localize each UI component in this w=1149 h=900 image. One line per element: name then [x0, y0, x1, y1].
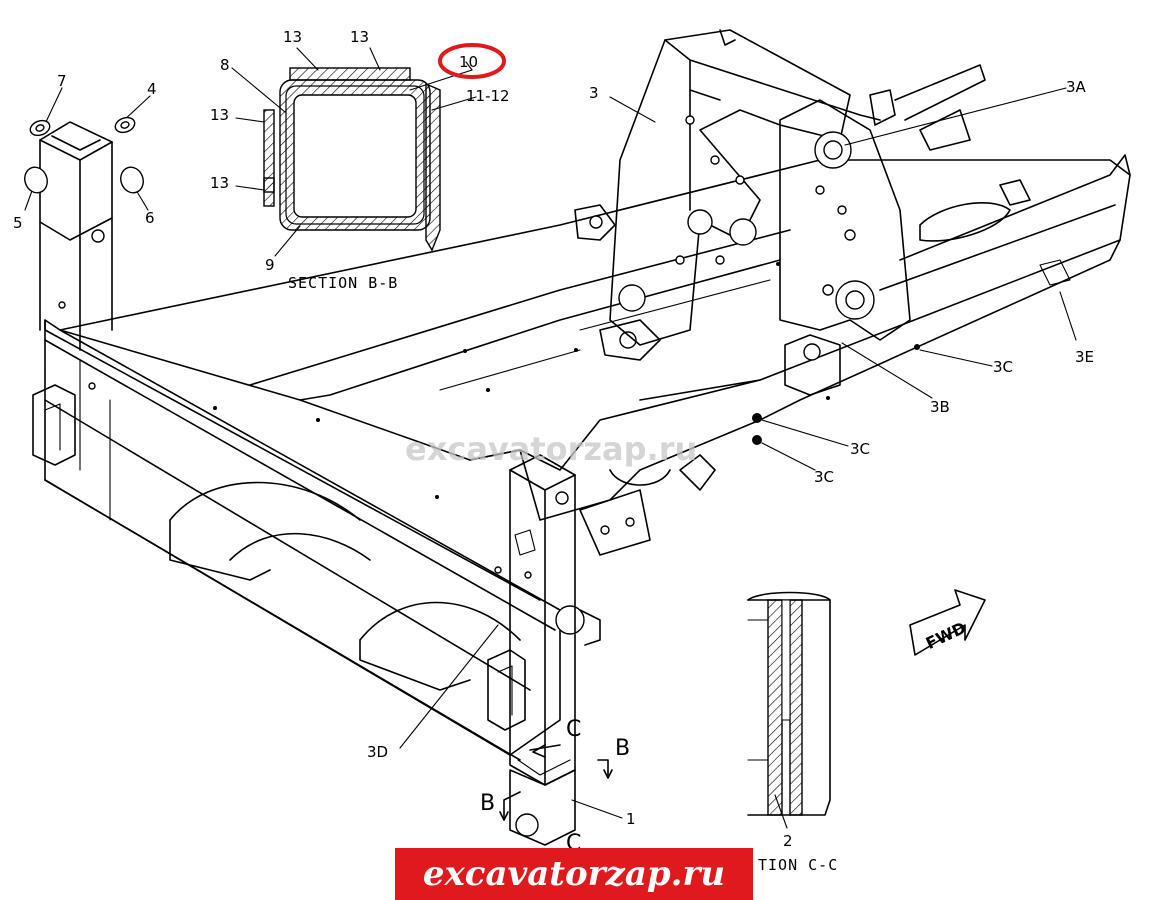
callout-6: 6: [145, 209, 155, 227]
leader-lines: [24, 47, 1077, 829]
fwd-direction-arrow: [909, 589, 986, 656]
callout-3d: 3D: [367, 743, 388, 761]
section-b-b-detail: [263, 67, 441, 252]
bolt-markers: [213, 262, 920, 499]
callout-13a: 13: [283, 28, 302, 46]
right-front-post: [487, 454, 576, 846]
highlight-circle: [438, 43, 506, 79]
caps-and-washers: [24, 116, 144, 194]
fwd-label: FWD: [923, 618, 969, 653]
callout-10: 10: [459, 53, 478, 71]
section-c-c-title: TION C-C: [758, 856, 838, 874]
rear-tower: [609, 29, 1031, 396]
callout-13b: 13: [350, 28, 369, 46]
section-marker-c-top: C: [566, 717, 581, 742]
section-c-c-detail: [747, 591, 831, 816]
callout-3c-1: 3C: [993, 358, 1013, 376]
callout-3b: 3B: [930, 398, 950, 416]
section-marker-b-left: B: [480, 791, 495, 816]
callout-2: 2: [783, 832, 793, 850]
section-cut-markers: [499, 744, 613, 821]
section-b-b-title: SECTION B-B: [288, 274, 398, 292]
site-banner[interactable]: excavatorzap.ru: [395, 848, 753, 900]
section-marker-b-right: B: [615, 736, 630, 761]
callout-7: 7: [57, 72, 67, 90]
callout-4: 4: [147, 80, 157, 98]
callout-3c-2: 3C: [850, 440, 870, 458]
callout-3c-3: 3C: [814, 468, 834, 486]
callout-3: 3: [589, 84, 599, 102]
callout-8: 8: [220, 56, 230, 74]
callout-11-12: 11-12: [466, 87, 510, 105]
callout-1: 1: [626, 810, 636, 828]
callout-3e: 3E: [1075, 348, 1094, 366]
callout-9: 9: [265, 256, 275, 274]
callout-5: 5: [13, 214, 23, 232]
callout-labels: 13 13 13 13 10 8 11-12 9 7 4 5 6 3 3A 3B…: [13, 28, 1094, 850]
left-upright-post: [32, 121, 113, 466]
callout-13c: 13: [210, 106, 229, 124]
callout-13d: 13: [210, 174, 229, 192]
callout-3a: 3A: [1066, 78, 1087, 96]
watermark-text: excavatorzap.ru: [405, 430, 697, 468]
